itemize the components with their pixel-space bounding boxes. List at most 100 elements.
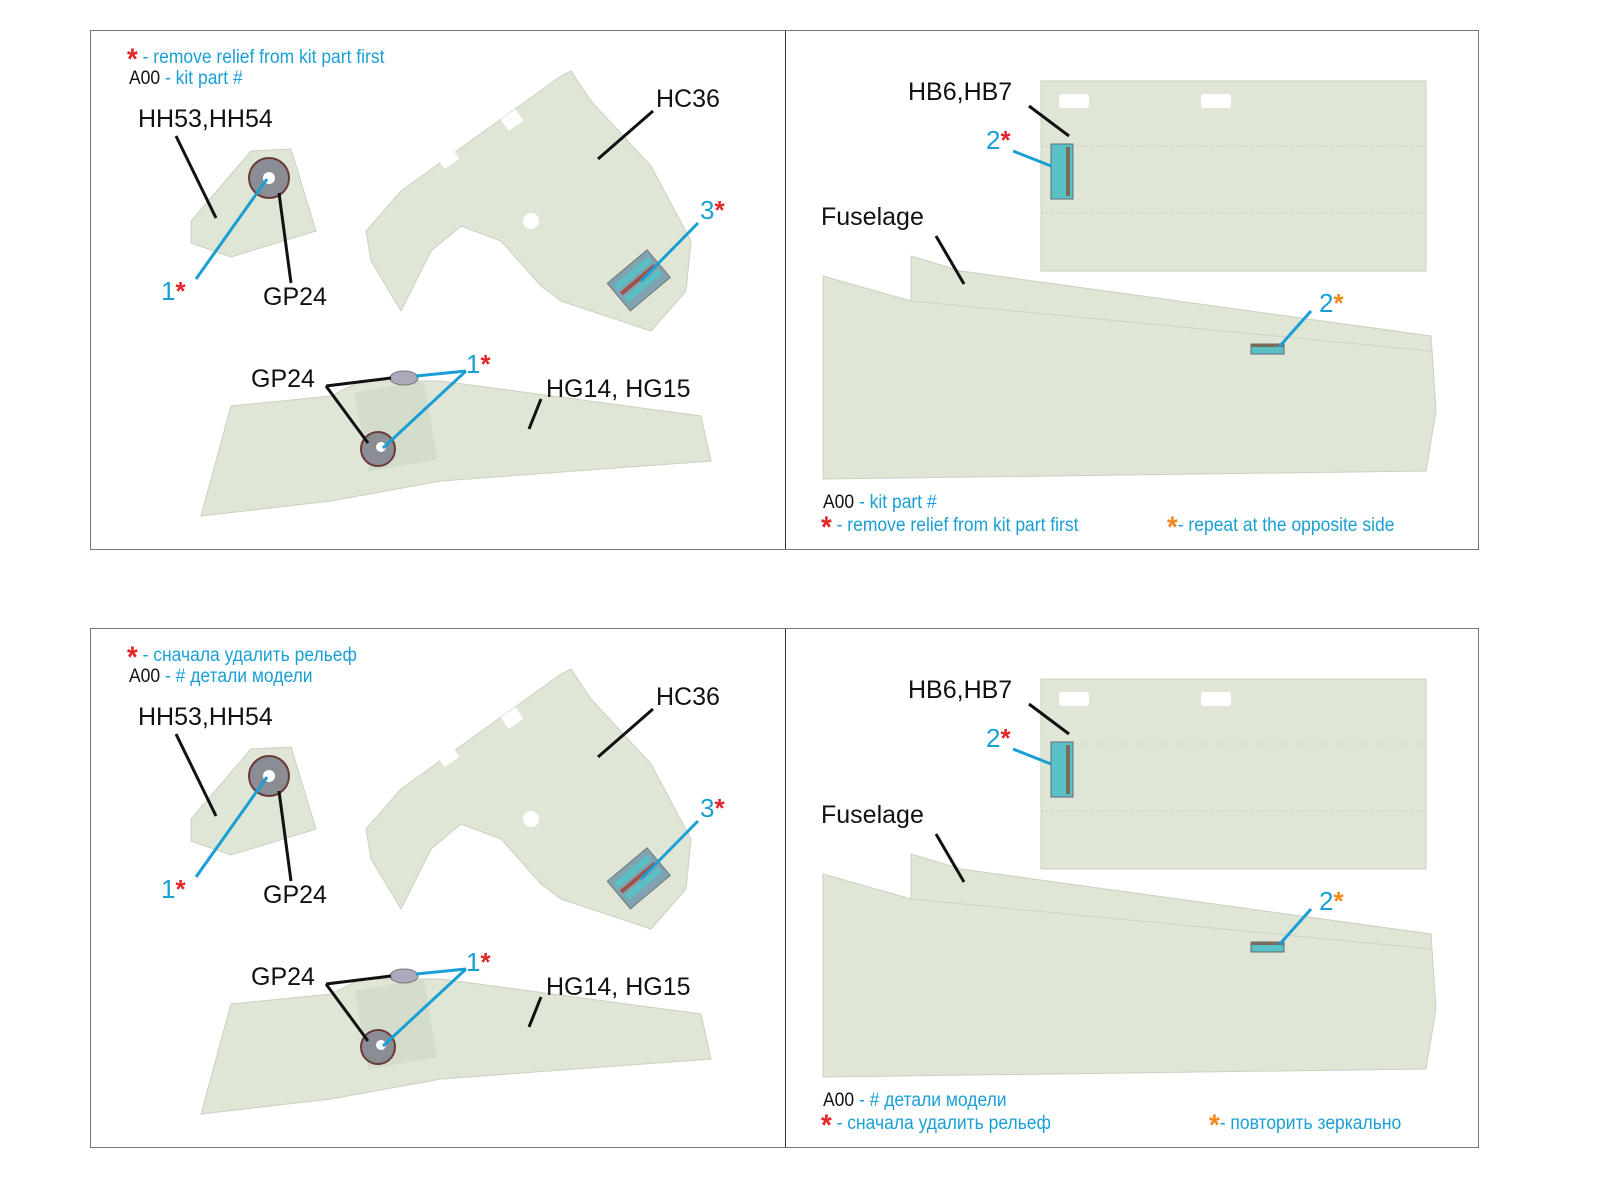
label-hh53: HH53,HH54 xyxy=(138,703,273,731)
red-star-icon: * xyxy=(480,947,491,977)
legend-remove-relief-right: * - сначала удалить рельеф xyxy=(821,1111,1051,1141)
callout-number: 2 xyxy=(986,723,1001,753)
part-hc36 xyxy=(365,668,692,930)
label-gp24-lower: GP24 xyxy=(251,963,315,991)
callout-number: 1 xyxy=(466,349,481,379)
part-fuselage xyxy=(822,853,1437,1078)
red-star-icon: * xyxy=(1000,125,1011,155)
red-star-icon: * xyxy=(714,793,725,823)
orange-star-icon: * xyxy=(1333,288,1344,318)
callout-number: 2 xyxy=(986,125,1001,155)
legend-kit-part-right: A00 - kit part # xyxy=(823,493,937,512)
red-star-icon: * xyxy=(175,874,186,904)
part-code: A00 xyxy=(823,1090,855,1111)
red-star-icon: * xyxy=(127,43,138,76)
callout-2-fuselage: 2* xyxy=(1319,888,1344,914)
legend-text: - kit part # xyxy=(858,492,937,513)
callout-1: 1* xyxy=(161,876,186,902)
red-star-icon: * xyxy=(480,349,491,379)
label-gp24: GP24 xyxy=(263,283,327,311)
red-star-icon: * xyxy=(1000,723,1011,753)
red-star-icon: * xyxy=(821,511,832,544)
legend-kit-part-right: A00 - # детали модели xyxy=(823,1091,1007,1110)
legend-remove-relief: * - remove relief from kit part first xyxy=(127,45,384,75)
part-hg14 xyxy=(200,978,712,1115)
leader-lines-blue xyxy=(194,178,700,450)
legend-remove-relief: * - сначала удалить рельеф xyxy=(127,643,357,673)
callout-1-lower: 1* xyxy=(466,351,491,377)
label-hg14: HG14, HG15 xyxy=(546,375,691,403)
legend-text: - remove relief from kit part first xyxy=(142,47,385,68)
callout-number: 1 xyxy=(161,276,176,306)
legend-text: - сначала удалить рельеф xyxy=(142,645,357,666)
callout-1-lower: 1* xyxy=(466,949,491,975)
red-star-icon: * xyxy=(175,276,186,306)
callout-3: 3* xyxy=(700,795,725,821)
callout-1: 1* xyxy=(161,278,186,304)
instrument-gp24-bottom xyxy=(360,431,396,467)
panel-divider xyxy=(785,629,786,1147)
decal-2-panel xyxy=(1050,143,1074,200)
orange-star-icon: * xyxy=(1333,886,1344,916)
orange-star-icon: * xyxy=(1167,511,1178,544)
callout-number: 3 xyxy=(700,195,715,225)
legend-kit-part: A00 - # детали модели xyxy=(129,667,313,686)
orange-star-icon: * xyxy=(1209,1109,1220,1142)
legend-text: - повторить зеркально xyxy=(1219,1113,1402,1134)
parts-illustration xyxy=(174,668,1437,1115)
label-hc36: HC36 xyxy=(656,683,720,711)
part-hc36 xyxy=(365,70,692,332)
callout-number: 3 xyxy=(700,793,715,823)
callout-number: 1 xyxy=(161,874,176,904)
part-code: A00 xyxy=(129,68,161,89)
red-star-icon: * xyxy=(127,641,138,674)
legend-remove-relief-right: * - remove relief from kit part first xyxy=(821,513,1078,543)
part-code: A00 xyxy=(129,666,161,687)
legend-repeat-opposite: *- repeat at the opposite side xyxy=(1167,513,1394,543)
legend-text: - сначала удалить рельеф xyxy=(836,1113,1051,1134)
red-star-icon: * xyxy=(821,1109,832,1142)
decal-2-fuselage xyxy=(1250,941,1285,953)
legend-text: - repeat at the opposite side xyxy=(1177,515,1395,536)
part-code: A00 xyxy=(823,492,855,513)
legend-kit-part: A00 - kit part # xyxy=(129,69,243,88)
legend-text: - kit part # xyxy=(164,68,243,89)
panel-divider xyxy=(785,31,786,549)
label-fuselage: Fuselage xyxy=(821,203,924,231)
callout-3: 3* xyxy=(700,197,725,223)
red-star-icon: * xyxy=(714,195,725,225)
callout-2-panel: 2* xyxy=(986,127,1011,153)
callout-number: 2 xyxy=(1319,886,1334,916)
legend-text: - # детали модели xyxy=(858,1090,1007,1111)
callout-2-panel: 2* xyxy=(986,725,1011,751)
part-fuselage xyxy=(822,255,1437,480)
label-hc36: HC36 xyxy=(656,85,720,113)
label-hb6: HB6,HB7 xyxy=(908,676,1013,704)
decal-2-panel xyxy=(1050,741,1074,798)
instruction-panel-english: * - remove relief from kit part first A0… xyxy=(90,30,1479,550)
legend-text: - # детали модели xyxy=(164,666,313,687)
instruction-panel-russian: * - сначала удалить рельеф A00 - # детал… xyxy=(90,628,1479,1148)
leader-lines-black xyxy=(174,109,654,444)
callout-2-fuselage: 2* xyxy=(1319,290,1344,316)
legend-repeat-opposite: *- повторить зеркально xyxy=(1209,1111,1401,1141)
part-hb6 xyxy=(1040,80,1427,272)
instrument-gp24-top xyxy=(248,157,290,199)
label-hg14: HG14, HG15 xyxy=(546,973,691,1001)
label-hh53: HH53,HH54 xyxy=(138,105,273,133)
part-hg14 xyxy=(200,380,712,517)
callout-number: 2 xyxy=(1319,288,1334,318)
decal-3 xyxy=(606,249,671,312)
label-gp24: GP24 xyxy=(263,881,327,909)
legend-text: - remove relief from kit part first xyxy=(836,515,1079,536)
label-hb6: HB6,HB7 xyxy=(908,78,1013,106)
instrument-gp24-small xyxy=(389,370,419,386)
label-gp24-lower: GP24 xyxy=(251,365,315,393)
parts-illustration xyxy=(174,70,1437,517)
decal-2-fuselage xyxy=(1250,343,1285,355)
label-fuselage: Fuselage xyxy=(821,801,924,829)
callout-number: 1 xyxy=(466,947,481,977)
instrument-gp24-top xyxy=(248,755,290,797)
leader-lines-blue xyxy=(194,776,700,1048)
instrument-gp24-bottom xyxy=(360,1029,396,1065)
